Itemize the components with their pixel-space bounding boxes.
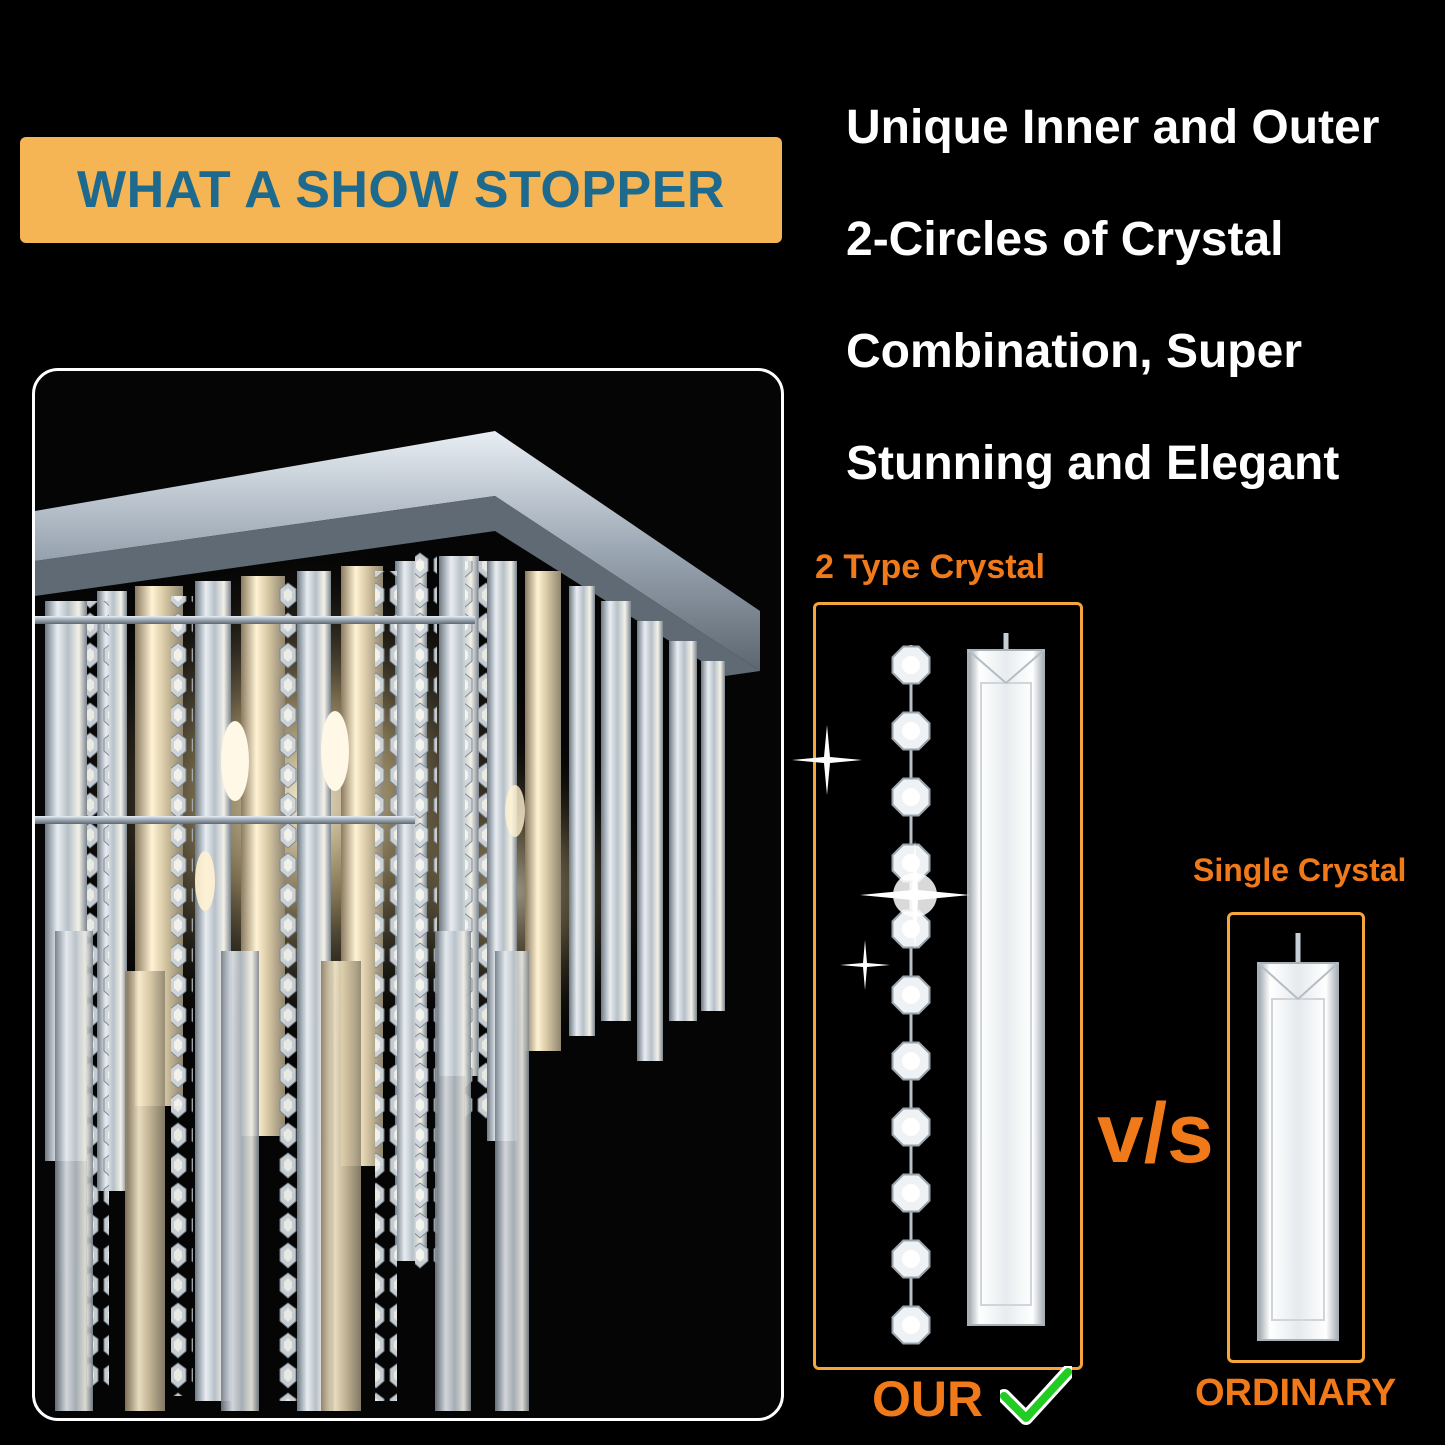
check-mark-icon bbox=[1000, 1366, 1072, 1425]
headline-banner: WHAT A SHOW STOPPER bbox=[20, 137, 782, 243]
tagline-line-3: Combination, Super bbox=[846, 325, 1302, 378]
crystal-bead-facet bbox=[902, 788, 920, 806]
sparkle-icon bbox=[860, 840, 970, 950]
single-crystal-frame bbox=[1227, 912, 1365, 1363]
tagline-line-4: Stunning and Elegant bbox=[846, 437, 1340, 490]
crystal-bead-facet bbox=[902, 1250, 920, 1268]
two-type-crystal-frame bbox=[813, 602, 1083, 1370]
our-caption: OUR bbox=[872, 1371, 984, 1427]
chandelier-illustration bbox=[35, 431, 760, 1411]
single-crystal-illustration bbox=[1257, 933, 1339, 1341]
headline-text: WHAT A SHOW STOPPER bbox=[77, 161, 725, 219]
crystal-bead-facet bbox=[902, 986, 920, 1004]
feature-tagline: Unique Inner and Outer 2-Circles of Crys… bbox=[846, 72, 1436, 520]
crystal-bead-facet bbox=[902, 1052, 920, 1070]
crystal-bead-facet bbox=[902, 1316, 920, 1334]
crystal-bead-facet bbox=[902, 656, 920, 674]
crystal-bead-facet bbox=[902, 1184, 920, 1202]
sparkle-icon bbox=[840, 940, 890, 990]
sparkle-icon bbox=[792, 725, 862, 795]
single-crystal-label: Single Crystal bbox=[1193, 852, 1407, 888]
two-type-crystal-illustration bbox=[891, 633, 1045, 1345]
versus-label: v/s bbox=[1097, 1086, 1214, 1180]
ordinary-caption: ORDINARY bbox=[1195, 1372, 1397, 1414]
tagline-line-1: Unique Inner and Outer bbox=[846, 101, 1380, 154]
two-type-crystal-label: 2 Type Crystal bbox=[815, 548, 1045, 586]
tagline-line-2: 2-Circles of Crystal bbox=[846, 213, 1284, 266]
chandelier-photo bbox=[32, 368, 784, 1421]
crystal-bead-facet bbox=[902, 1118, 920, 1136]
crystal-bead-facet bbox=[902, 722, 920, 740]
